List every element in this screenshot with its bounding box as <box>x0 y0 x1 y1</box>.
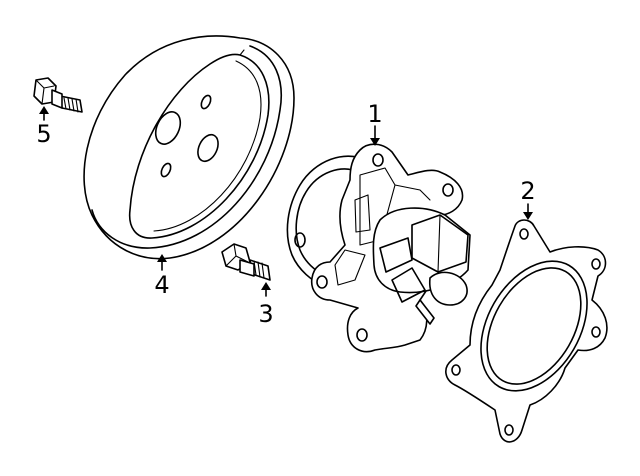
gasket-drawing <box>445 219 608 443</box>
callout-1-label: 1 <box>367 100 382 128</box>
callout-3-label: 3 <box>258 300 273 328</box>
callout-4-label: 4 <box>154 271 169 299</box>
callout-3: 3 <box>258 282 274 328</box>
pulley-drawing <box>83 35 295 260</box>
callout-4: 4 <box>154 254 170 299</box>
pump-bolt-drawing <box>221 243 271 281</box>
callout-2-label: 2 <box>520 177 535 205</box>
callout-5: 5 <box>36 106 52 148</box>
callout-2: 2 <box>520 177 536 220</box>
callout-1: 1 <box>367 100 383 146</box>
callout-5-label: 5 <box>36 120 51 148</box>
water-pump-drawing <box>286 143 471 353</box>
pulley-bolt-drawing <box>33 77 83 113</box>
